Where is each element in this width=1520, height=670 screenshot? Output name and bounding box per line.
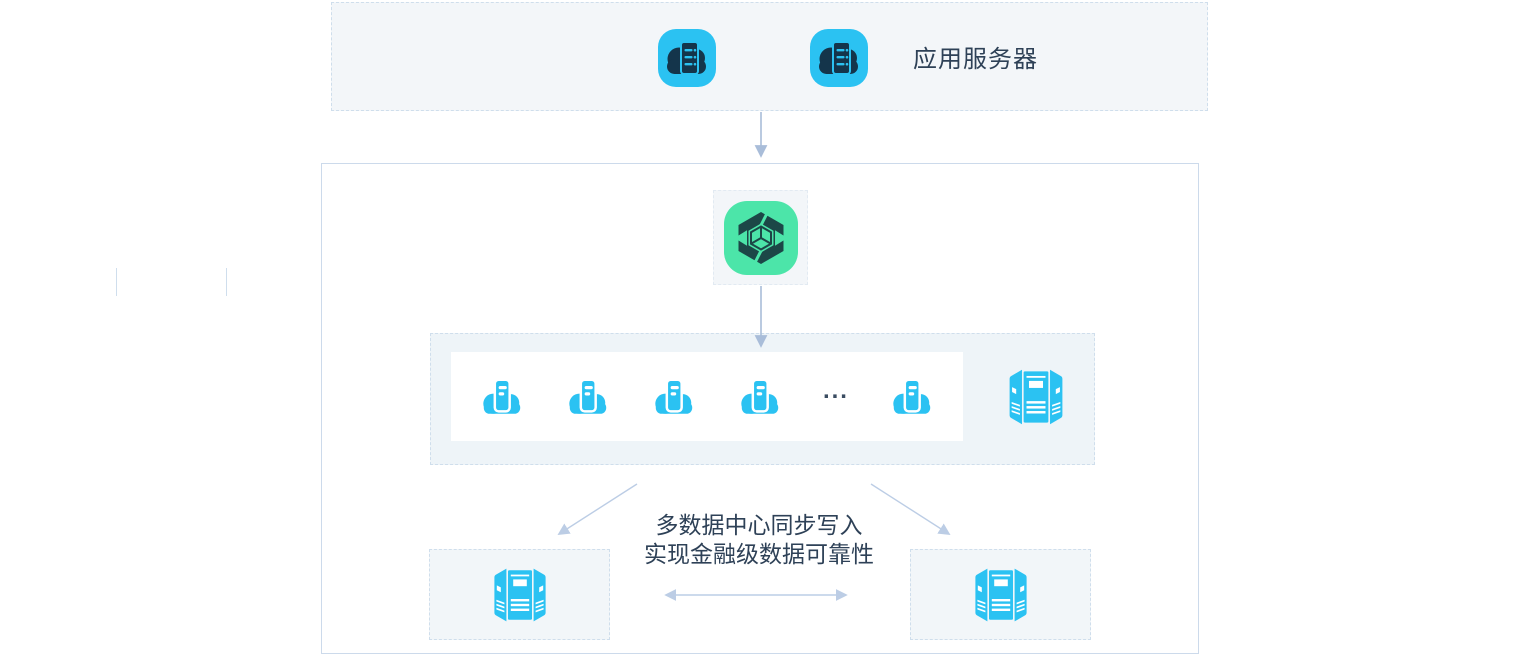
partition-zone: ... — [430, 333, 1095, 465]
proxy-tile — [713, 190, 808, 285]
arrow-to-right-datacenter — [870, 483, 951, 535]
arrows-to-datacenters — [557, 483, 951, 535]
arrow-app-to-cluster — [754, 112, 768, 158]
proxy-icon — [723, 200, 799, 276]
app-server-zone: 应用服务器 — [331, 2, 1208, 111]
cluster-zone: ... 多数据中心同步写入 实现金融级数据可靠性 — [321, 163, 1199, 654]
datacenter-rack-icon — [488, 566, 552, 624]
app-server-icon — [807, 26, 871, 90]
arrow-to-left-datacenter — [557, 483, 638, 535]
datacenter-rack-icon — [1003, 367, 1069, 427]
arrow-proxy-to-partition — [754, 286, 768, 348]
partition-ellipsis: ... — [822, 376, 849, 404]
clipped-element-lines — [116, 268, 227, 296]
partition-server-icon — [651, 373, 697, 421]
annotation-line2: 实现金融级数据可靠性 — [644, 541, 874, 567]
partition-server-icon — [889, 373, 935, 421]
partition-server-icon — [479, 373, 525, 421]
datacenter-left-zone — [429, 549, 610, 640]
partition-strip: ... — [451, 352, 963, 441]
app-server-label: 应用服务器 — [913, 46, 1038, 73]
app-server-icon — [655, 26, 719, 90]
datacenter-right-zone — [910, 549, 1091, 640]
partition-server-icon — [565, 373, 611, 421]
datacenter-rack-icon — [969, 566, 1033, 624]
annotation-line1: 多数据中心同步写入 — [655, 512, 863, 538]
arrow-sync-bidirectional — [664, 589, 848, 601]
sync-annotation: 多数据中心同步写入 实现金融级数据可靠性 — [609, 511, 909, 569]
partition-server-icon — [737, 373, 783, 421]
